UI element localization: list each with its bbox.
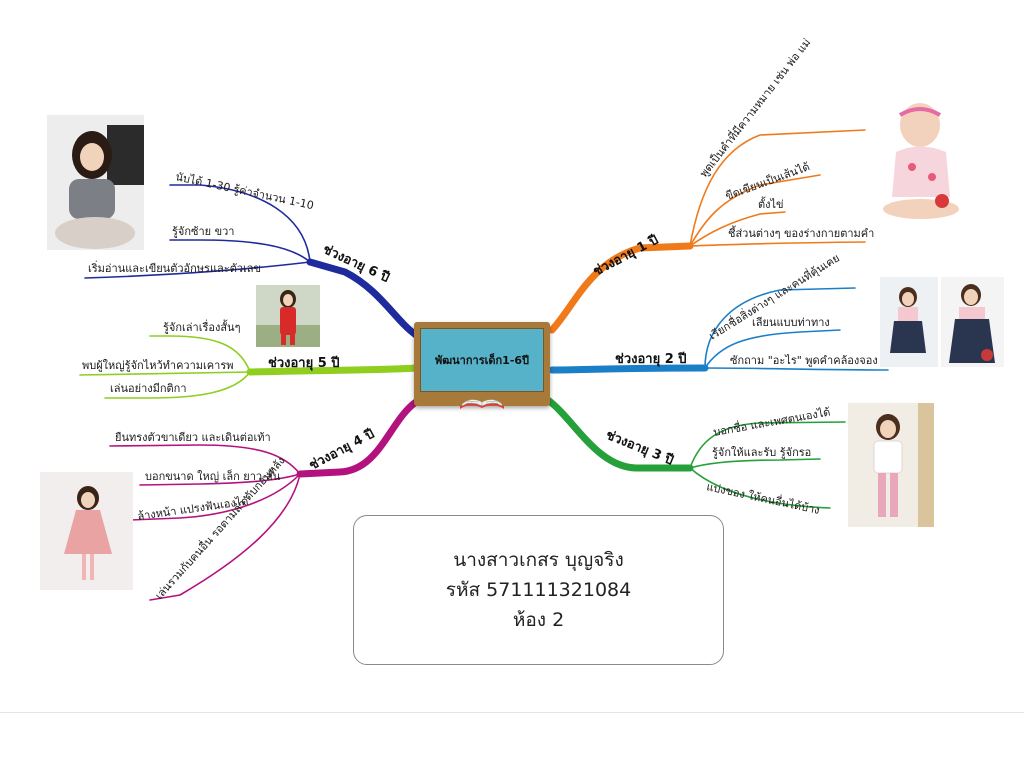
- age5-item-2: พบผู้ใหญ่รู้จักไหว้ทำความเคารพ: [82, 359, 234, 372]
- branch-age3: [544, 396, 694, 472]
- student-room: ห้อง 2: [512, 609, 565, 631]
- branch-age5: [246, 364, 420, 376]
- open-book-icon: [460, 399, 504, 409]
- age4-item-2: บอกขนาด ใหญ่ เล็ก ยาว-สั้น: [145, 468, 281, 483]
- board-surface: พัฒนาการเด็ก1-6ปี: [420, 328, 544, 392]
- branch-age2: [548, 364, 709, 374]
- age1-item-4: ชี้ส่วนต่างๆ ของร่างกายตามคำ: [728, 225, 874, 240]
- photo-baby-1yr: [876, 97, 966, 227]
- age1-item-2: ขีดเขียนเป็นเส้นได้: [723, 159, 811, 203]
- age6-item-3: เริ่มอ่านและเขียนตัวอักษรและตัวเลข: [88, 260, 261, 275]
- age3-item-1: บอกชื่อ และเพศตนเองได้: [712, 404, 831, 439]
- branch-label-age5: ช่วงอายุ 5 ปี: [268, 355, 340, 371]
- photo-girl-4yrs: [40, 472, 133, 590]
- bottom-divider: [0, 712, 1024, 713]
- photo-girl-2yrs-a: [880, 277, 938, 367]
- age3-item-3: แบ่งของ ให้คนอื่นได้บ้าง: [705, 478, 821, 517]
- age4-item-1: ยืนทรงตัวขาเดียว และเดินต่อเท้า: [115, 431, 271, 444]
- age5-item-3: เล่นอย่างมีกติกา: [110, 382, 187, 395]
- age2-item-2: เลียนแบบท่าทาง: [752, 316, 830, 329]
- photo-girl-2yrs-b: [941, 277, 1004, 367]
- age6-item-1: นับได้ 1-30 รู้ค่าจำนวน 1-10: [174, 170, 315, 212]
- age5-item-1: รู้จักเล่าเรื่องสั้นๆ: [163, 319, 241, 334]
- photo-girl-5yrs: [256, 285, 320, 347]
- age1-item-1: พูดเป็นคำที่มีความหมาย เช่น พ่อ แม่: [696, 35, 814, 180]
- branch-age1: [548, 242, 694, 334]
- student-info-box: นางสาวเกสร บุญจริง รหัส 571111321084 ห้อ…: [353, 515, 724, 665]
- branch-label-age1: ช่วงอายุ 1 ปี: [590, 232, 661, 280]
- student-name: นางสาวเกสร บุญจริง: [453, 549, 624, 571]
- photo-girl-3yrs: [848, 403, 934, 527]
- age6-item-2: รู้จักซ้าย ขวา: [172, 225, 234, 238]
- branch-age6: [306, 258, 420, 339]
- center-node: พัฒนาการเด็ก1-6ปี: [414, 322, 550, 409]
- age2-item-3: ซักถาม "อะไร" พูดคำคล้องจอง: [730, 354, 878, 367]
- branch-label-age2: ช่วงอายุ 2 ปี: [615, 351, 687, 367]
- center-title: พัฒนาการเด็ก1-6ปี: [434, 354, 530, 367]
- student-id: รหัส 571111321084: [445, 579, 632, 601]
- branch-age4: [296, 398, 420, 478]
- age1-item-3: ตั้งไข่: [758, 196, 784, 211]
- branch-label-age4: ช่วงอายุ 4 ปี: [306, 426, 377, 474]
- photo-girl-6yrs: [47, 115, 144, 250]
- age3-item-2: รู้จักให้และรับ รู้จักรอ: [712, 446, 811, 459]
